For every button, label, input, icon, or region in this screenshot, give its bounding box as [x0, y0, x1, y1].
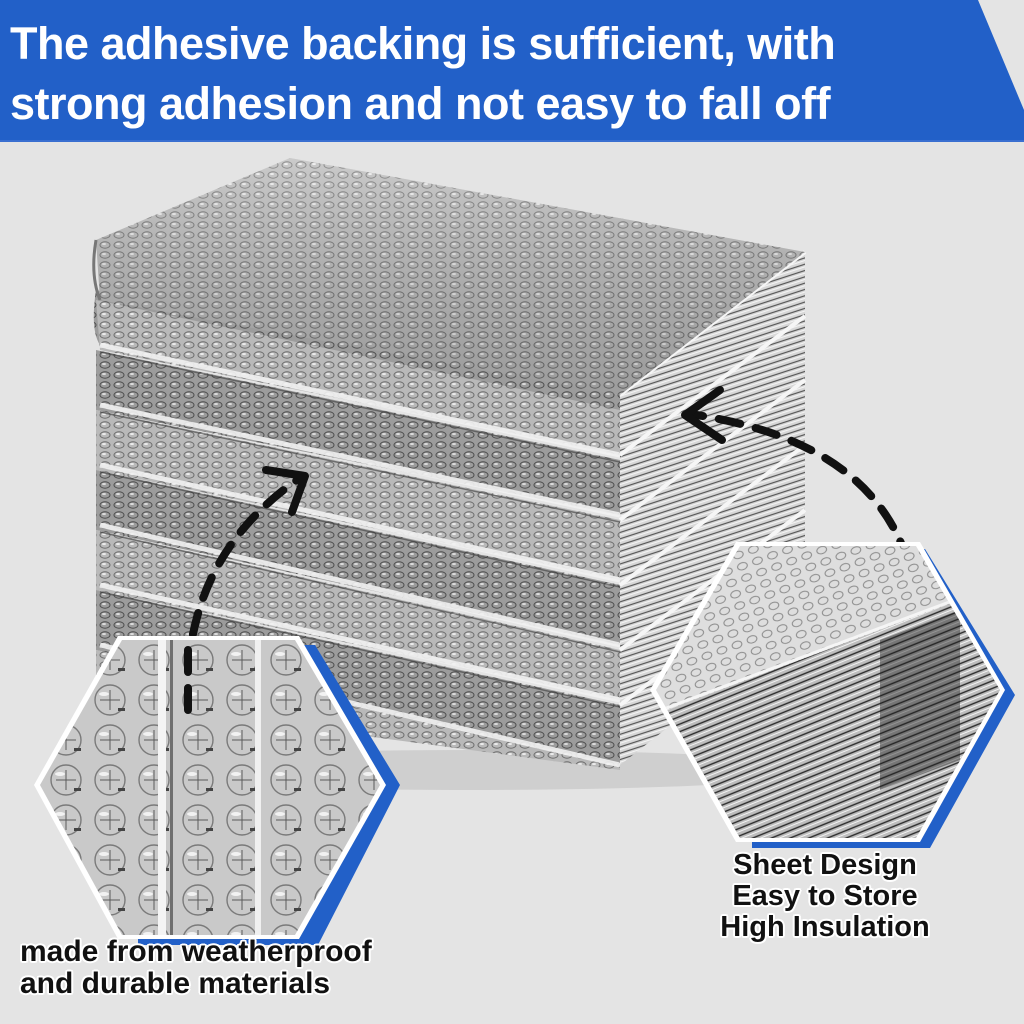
headline-text: The adhesive backing is sufficient, with… — [10, 14, 970, 134]
caption-right-line-1: Sheet Design — [733, 849, 917, 881]
caption-right-line-3: High Insulation — [720, 911, 930, 943]
dashed-arrow-right-icon — [681, 386, 912, 566]
headline-line-2: strong adhesion and not easy to fall off — [10, 78, 831, 129]
caption-left-line-1: made from weatherproof — [20, 935, 372, 968]
stack-front-layers — [93, 290, 621, 770]
caption-right-line-2: Easy to Store — [732, 880, 918, 912]
callout-left-caption: made from weatherproof and durable mater… — [20, 936, 372, 1000]
headline-banner: The adhesive backing is sufficient, with… — [0, 0, 1024, 142]
callout-right-caption: Sheet Design Easy to Store High Insulati… — [690, 850, 960, 943]
caption-left-line-2: and durable materials — [20, 967, 331, 1000]
headline-line-1: The adhesive backing is sufficient, with — [10, 18, 836, 69]
banner-background — [0, 0, 1024, 142]
